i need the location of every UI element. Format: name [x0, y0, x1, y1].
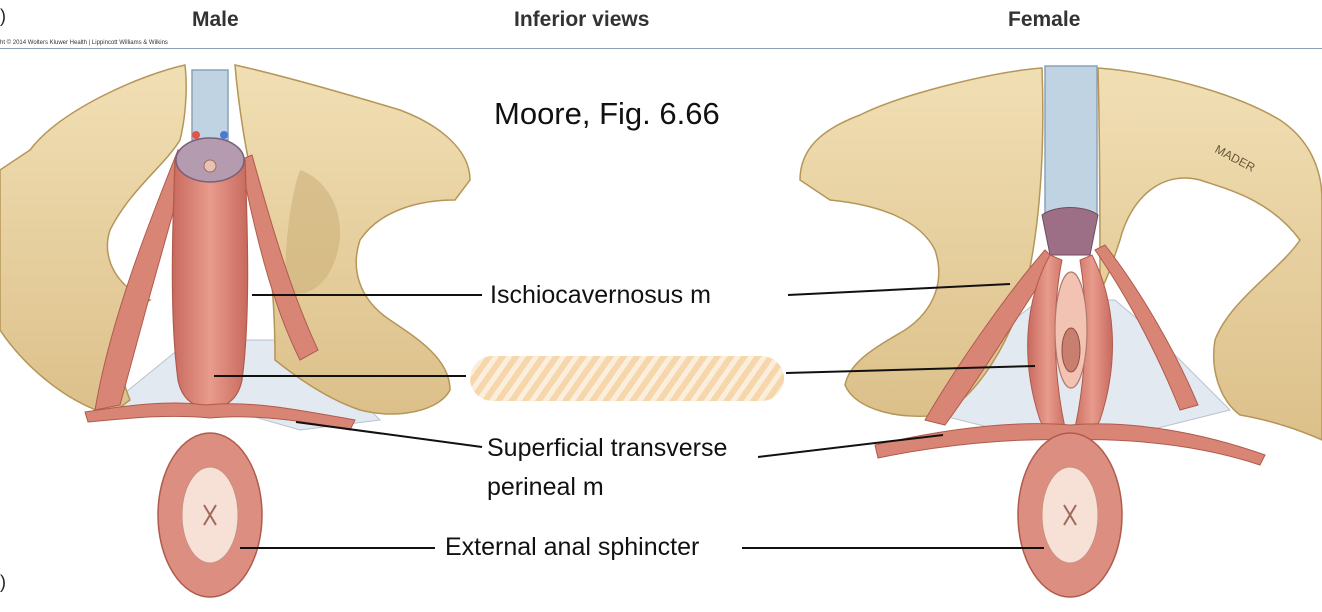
- label-superficial-transverse-line1: Superficial transverse: [487, 434, 728, 462]
- leader-ischio-female: [787, 283, 1011, 296]
- panel-marker-bottom: ): [0, 572, 6, 592]
- female-superficial-transverse-perineal-muscle: [874, 423, 1266, 466]
- female-urethra-tube: [1044, 65, 1098, 217]
- header-divider: [0, 48, 1322, 49]
- view-heading: Inferior views: [514, 8, 650, 31]
- copyright-notice: ht © 2014 Wolters Kluwer Health | Lippin…: [0, 40, 168, 46]
- label-ischiocavernosus: Ischiocavernosus m: [490, 281, 711, 309]
- male-left-ischiocavernosus-muscle: [94, 148, 186, 411]
- leader-stp-male: [295, 421, 483, 448]
- male-vessel-dot-right: [220, 131, 228, 139]
- female-left-ischiocavernosus-muscle: [924, 249, 1056, 426]
- female-clitoris: [1041, 207, 1099, 256]
- male-obturator-shadow: [285, 170, 341, 294]
- leader-stp-female: [757, 434, 944, 458]
- male-vessel-dot-left: [192, 131, 200, 139]
- male-urethra-section: [203, 159, 217, 173]
- leader-blank-female: [785, 365, 1036, 374]
- female-right-pubic-bone: [1097, 67, 1322, 441]
- leader-lines: [214, 283, 1044, 549]
- label-external-anal-sphincter: External anal sphincter: [445, 533, 700, 561]
- female-anal-aperture: [1063, 504, 1077, 526]
- female-vaginal-orifice: [1061, 327, 1081, 373]
- label-superficial-transverse-line2: perineal m: [487, 473, 604, 501]
- male-anal-aperture: [203, 504, 217, 526]
- male-pelvis: [0, 64, 471, 598]
- female-right-ischiocavernosus-muscle: [1094, 244, 1199, 411]
- male-heading: Male: [192, 8, 239, 31]
- male-superficial-transverse-perineal-muscle: [84, 402, 356, 431]
- female-pelvis: MADER: [799, 65, 1322, 598]
- figure-reference: Moore, Fig. 6.66: [494, 96, 720, 131]
- male-right-ischiocavernosus-muscle: [239, 154, 319, 361]
- panel-marker-top: ): [0, 6, 6, 26]
- male-bulbospongiosus-muscle: [171, 144, 249, 409]
- hidden-label-box[interactable]: [470, 356, 784, 401]
- male-urethra-tube: [191, 69, 229, 141]
- female-heading: Female: [1008, 8, 1081, 31]
